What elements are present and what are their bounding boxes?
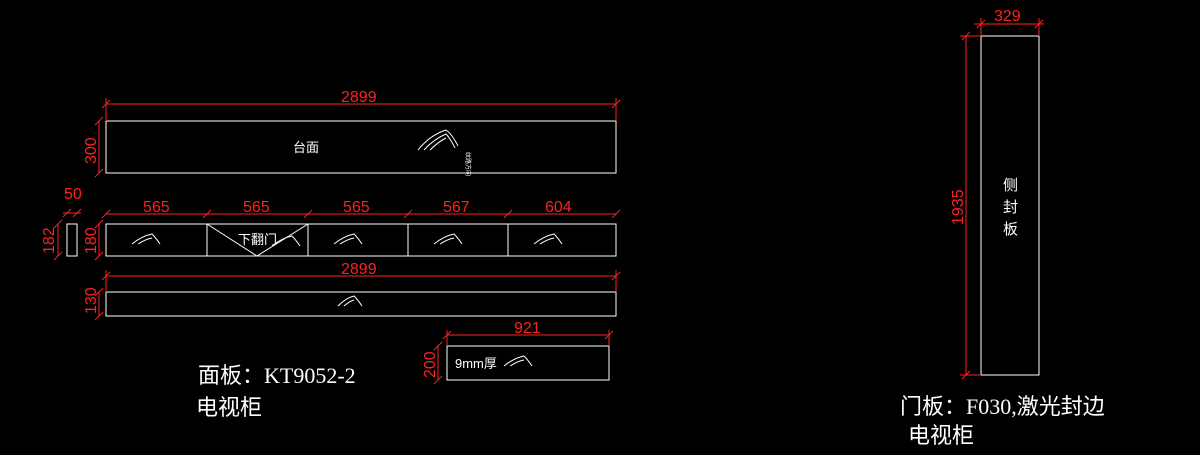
side-panel-label-1: 侧 (1003, 177, 1018, 194)
dim-drawer-3-text: 565 (343, 199, 370, 216)
dim-drawer-4-text: 567 (443, 199, 470, 216)
grain-direction-icon (271, 235, 301, 247)
dim-bottom-width-text: 2899 (341, 261, 377, 278)
side-panel: 侧 封 板 (980, 35, 1040, 376)
thickness-label: 9mm厚 (455, 356, 497, 371)
dim-bottom-height-text: 130 (83, 287, 100, 314)
grain-direction-icon: 纹路方向 (417, 129, 472, 176)
dim-top-height-text: 300 (83, 137, 100, 164)
flap-door-label: 下翻门 (238, 232, 277, 247)
countertop-label: 台面 (293, 140, 319, 155)
dim-back-height: 200 (422, 341, 443, 385)
panel-material-note: 面板：KT9052-2 (198, 363, 356, 388)
grain-direction-icon (433, 233, 463, 245)
drawer-row: 下翻门 (105, 223, 617, 257)
countertop-panel: 台面 纹路方向 (105, 120, 617, 176)
grain-direction-icon (337, 295, 363, 307)
back-panel: 9mm厚 (446, 345, 610, 381)
dim-back-width-text: 921 (514, 320, 541, 337)
dim-drawer-2-text: 565 (243, 199, 270, 216)
dim-drawer-height: 180 (83, 219, 104, 261)
grain-direction-icon (533, 233, 563, 245)
side-panel-label-3: 板 (1003, 220, 1018, 238)
bottom-panel (105, 291, 617, 317)
door-material-note: 门板：F030,激光封边 (900, 394, 1105, 419)
dim-drawers: 565 565 565 567 604 (101, 199, 621, 219)
dim-small-width-text: 50 (64, 186, 82, 203)
dim-small-width: 50 (62, 186, 82, 218)
dim-top-width-text: 2899 (341, 89, 377, 106)
dim-side-width: 329 (974, 8, 1044, 36)
dim-back-width: 921 (442, 320, 614, 346)
dim-drawer-1-text: 565 (143, 199, 170, 216)
dim-small-height-text: 182 (41, 227, 58, 254)
dim-side-height: 1935 (950, 31, 981, 380)
dim-top-width: 2899 (101, 89, 621, 121)
dim-bottom-width: 2899 (101, 261, 621, 292)
dim-top-height: 300 (83, 116, 104, 178)
dim-small-height: 182 (41, 219, 63, 261)
item-name-note: 电视柜 (196, 395, 262, 420)
dim-side-height-text: 1935 (950, 189, 967, 225)
grain-direction-icon (503, 355, 533, 367)
small-piece (66, 223, 78, 257)
grain-direction-icon (131, 233, 161, 245)
grain-direction-icon (333, 233, 363, 245)
dim-side-width-text: 329 (994, 8, 1021, 25)
item-name-note-right: 电视柜 (908, 423, 974, 448)
dim-bottom-height: 130 (83, 287, 104, 321)
dim-drawer-height-text: 180 (83, 227, 100, 254)
dim-drawer-5-text: 604 (545, 199, 572, 216)
side-panel-label-2: 封 (1003, 199, 1018, 216)
dim-back-height-text: 200 (422, 351, 439, 378)
grain-label: 纹路方向 (464, 152, 472, 176)
